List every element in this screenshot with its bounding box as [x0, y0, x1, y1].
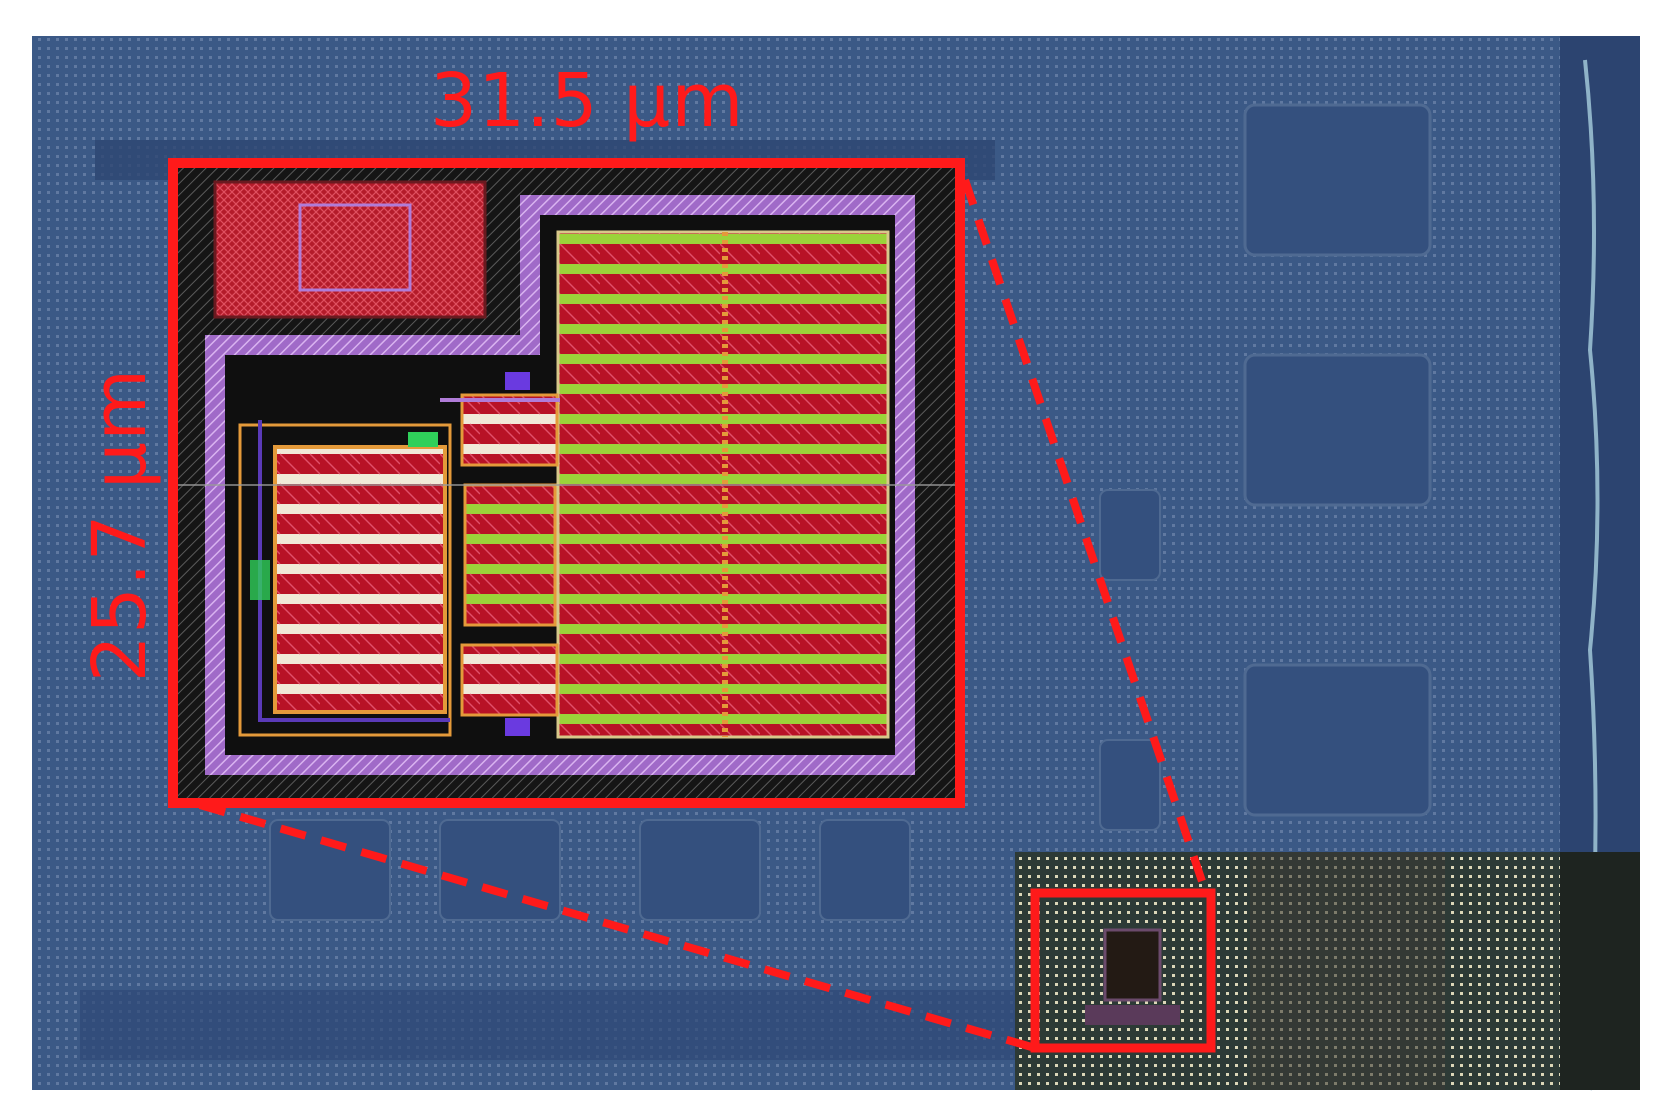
chip-layout-inset — [168, 158, 965, 808]
zoom-callout — [198, 178, 1216, 1053]
height-dimension-label: 25.7 µm — [77, 367, 163, 683]
width-dimension-label: 31.5 µm — [430, 58, 745, 144]
zoom-source-box — [1030, 888, 1216, 1053]
